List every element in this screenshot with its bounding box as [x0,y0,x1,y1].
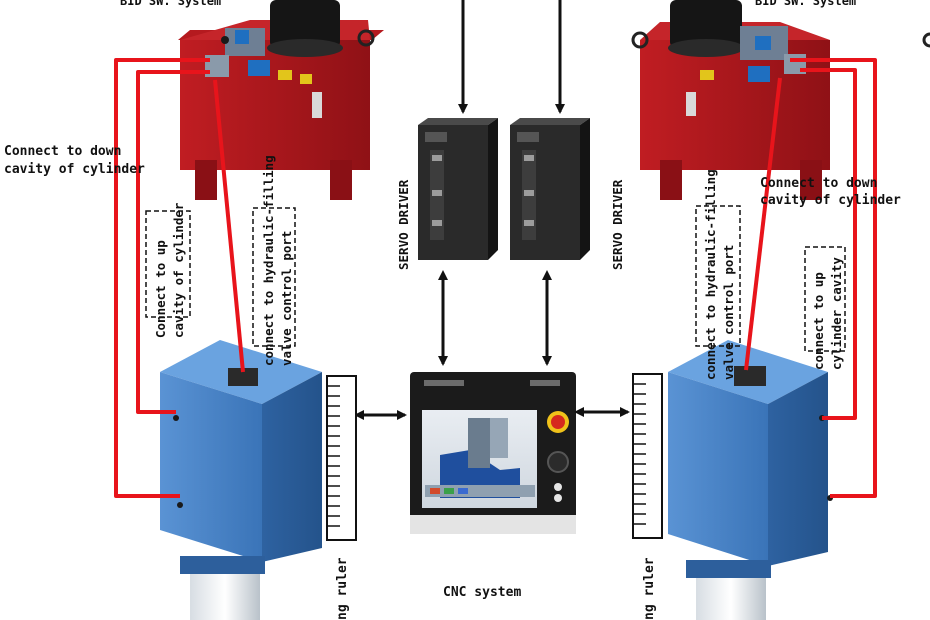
left-motor-icon [270,0,340,48]
cnc-controller [410,372,576,534]
left-up-cavity-label-1: Connect to up [153,240,168,338]
left-down-cavity-label-2: cavity of cylinder [4,162,145,177]
left-hose-valve-port [213,79,245,373]
left-grating-ruler [326,375,357,541]
left-hose-up-cavity [136,70,210,414]
right-down-cavity-label-1: Connect to down [760,176,877,191]
left-valve-label-2: valve control port [279,231,294,366]
right-piston-rod [696,578,766,620]
right-down-cavity-label-2: cavity of cylinder [760,193,901,208]
right-ruler-label: ng ruler [642,557,657,620]
servo-driver-1 [418,118,498,260]
right-pump-unit [631,0,930,200]
right-valve-box [695,205,741,347]
right-valve-port-icon [734,366,766,386]
left-system-label: BID SW. System [120,0,221,8]
left-valve-label-1: connect to hydraulic-filling [261,155,276,366]
left-down-cavity-label-1: Connect to down [4,144,121,159]
left-up-cavity-label-2: cavity of cylinder [171,202,186,338]
servo-driver-1-label: SERVO DRIVER [396,179,411,270]
left-valve-box [252,207,296,347]
servo-driver-2-label: SERVO DRIVER [610,179,625,270]
right-system-label: BID SW. System [755,0,856,8]
left-up-cavity-box [145,210,191,318]
right-valve-label-1: connect to hydraulic-filling [703,169,718,380]
cnc-handwheel-icon [547,451,569,473]
right-valve-label-2: valve control port [721,245,736,380]
right-hose-valve-port [744,77,782,371]
right-grating-ruler [632,373,663,539]
right-up-cavity-label-2: cylinder cavity [829,257,844,370]
left-piston-rod [190,574,260,620]
right-hydraulic-cylinder [668,340,833,620]
left-pump-unit [178,0,384,200]
right-motor-icon [670,0,742,48]
right-hose-up-cavity [800,68,857,420]
right-hose-down-cavity [790,58,877,498]
left-hose-down-cavity [114,58,210,498]
left-valve-port-icon [228,368,258,386]
left-ruler-label: ng ruler [335,557,350,620]
left-hydraulic-cylinder [160,340,322,620]
servo-driver-2 [510,118,590,260]
right-up-cavity-box [804,246,846,352]
cnc-system-label: CNC system [443,585,521,600]
right-up-cavity-label-1: connect to up [811,272,826,370]
